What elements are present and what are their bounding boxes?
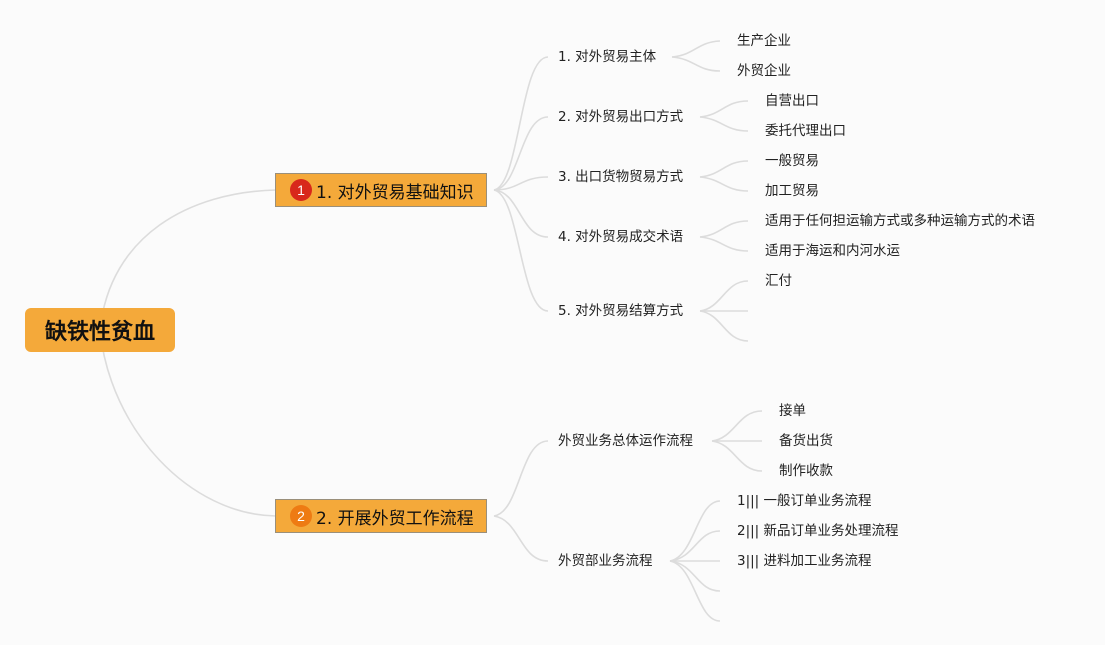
branch-node-1[interactable]: 1 1. 对外贸易基础知识: [275, 173, 487, 207]
connector-sub2-leaf2: [699, 116, 749, 132]
connector-root-branch1: [99, 189, 277, 331]
priority-2-icon: 2: [290, 505, 312, 527]
branch-node-label: 1. 对外贸易基础知识: [316, 182, 474, 203]
connector-sub1-leaf2: [671, 56, 721, 72]
subtopic-node[interactable]: 5. 对外贸易结算方式: [558, 303, 684, 319]
subtopic-node[interactable]: 外贸业务总体运作流程: [558, 433, 693, 449]
branch-node-label: 2. 开展外贸工作流程: [316, 508, 474, 529]
leaf-node[interactable]: 自营出口: [765, 93, 819, 109]
connector-sub5-leaf3: [699, 310, 749, 342]
subtopic-node[interactable]: 1. 对外贸易主体: [558, 49, 657, 65]
connector-sub2-leaf1: [699, 100, 749, 118]
connector-branch1-sub4: [493, 189, 549, 238]
leaf-node[interactable]: 汇付: [765, 273, 792, 289]
branch-node-2[interactable]: 2 2. 开展外贸工作流程: [275, 499, 487, 533]
connector-b2sub2-leaf2: [669, 530, 721, 562]
connector-branch1-sub3: [493, 176, 549, 191]
priority-1-icon: 1: [290, 179, 312, 201]
connector-branch2-sub2: [493, 515, 549, 562]
connector-sub4-leaf2: [699, 236, 749, 252]
connector-b2sub1-leaf1: [711, 410, 763, 442]
leaf-node[interactable]: 3||| 进料加工业务流程: [737, 553, 872, 569]
connector-b2sub2-leaf5: [669, 560, 721, 622]
leaf-node[interactable]: 备货出货: [779, 433, 833, 449]
connector-branch1-sub2: [493, 116, 549, 191]
connector-b2sub2-leaf4: [669, 560, 721, 592]
connector-sub5-leaf1: [699, 280, 749, 312]
leaf-node[interactable]: 一般贸易: [765, 153, 819, 169]
connector-branch1-sub5: [493, 189, 549, 312]
root-node-label: 缺铁性贫血: [44, 320, 155, 345]
leaf-node[interactable]: 1||| 一般订单业务流程: [737, 493, 872, 509]
leaf-node[interactable]: 适用于任何担运输方式或多种运输方式的术语: [765, 213, 1035, 229]
subtopic-node[interactable]: 2. 对外贸易出口方式: [558, 109, 684, 125]
connector-sub1-leaf1: [671, 40, 721, 58]
leaf-node[interactable]: 接单: [779, 403, 806, 419]
leaf-node[interactable]: 适用于海运和内河水运: [765, 243, 900, 259]
leaf-node[interactable]: 2||| 新品订单业务处理流程: [737, 523, 899, 539]
leaf-node[interactable]: 外贸企业: [737, 63, 791, 79]
leaf-node[interactable]: 委托代理出口: [765, 123, 846, 139]
subtopic-node[interactable]: 4. 对外贸易成交术语: [558, 229, 684, 245]
connector-sub4-leaf1: [699, 220, 749, 238]
connector-branch1-sub1: [493, 56, 549, 191]
subtopic-node[interactable]: 3. 出口货物贸易方式: [558, 169, 684, 185]
connector-sub3-leaf2: [699, 176, 749, 192]
connector-branch2-sub1: [493, 440, 549, 517]
connector-sub3-leaf1: [699, 160, 749, 178]
leaf-node[interactable]: 生产企业: [737, 33, 791, 49]
connector-root-branch2: [99, 329, 277, 517]
subtopic-node[interactable]: 外贸部业务流程: [558, 553, 653, 569]
root-node[interactable]: 缺铁性贫血: [25, 308, 175, 352]
connector-b2sub2-leaf1: [669, 500, 721, 562]
leaf-node[interactable]: 制作收款: [779, 463, 833, 479]
leaf-node[interactable]: 加工贸易: [765, 183, 819, 199]
connector-b2sub1-leaf3: [711, 440, 763, 472]
